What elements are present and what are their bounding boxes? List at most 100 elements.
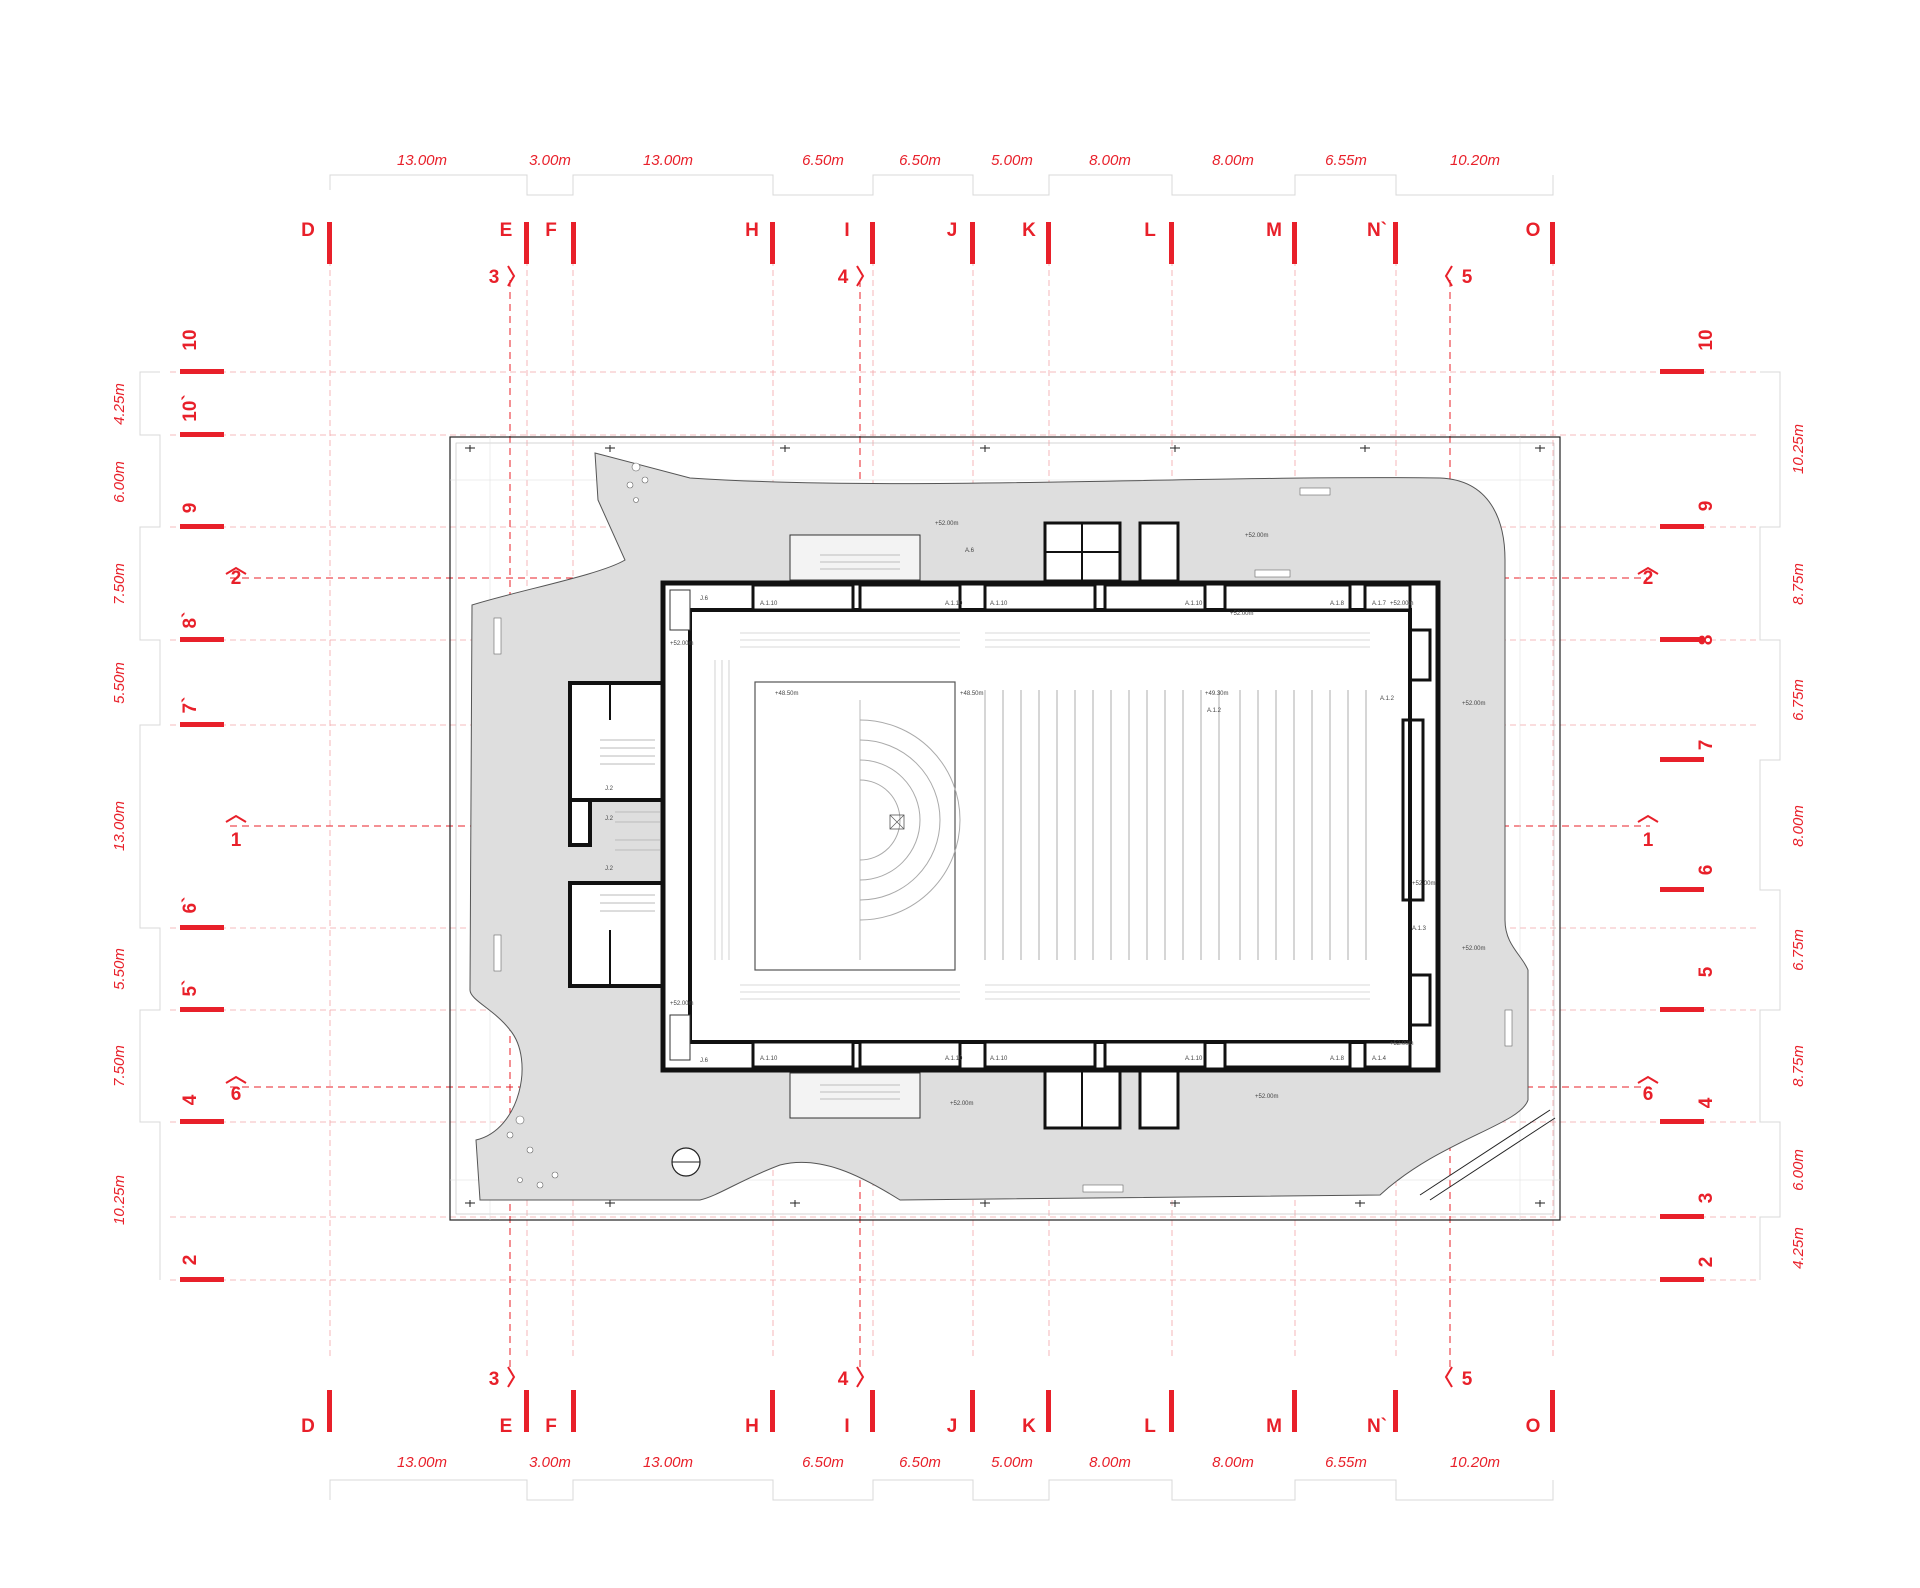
room-label: A.1.8 xyxy=(1330,1056,1345,1062)
section-label: 6 xyxy=(1643,1084,1654,1105)
level-mark: +48.50m xyxy=(960,691,984,697)
section-markers-rows: 2 1 6 2 1 6 xyxy=(225,566,1659,1105)
col-label: I xyxy=(844,220,849,241)
bottom-dim: 6.50m xyxy=(899,1454,941,1471)
room-label: A.1.8 xyxy=(1330,601,1345,607)
section-label: 3 xyxy=(489,1369,500,1390)
left-dim: 7.50m xyxy=(111,1045,128,1087)
right-dim: 10.25m xyxy=(1790,424,1807,474)
perimeter-rooms-top xyxy=(751,583,1412,612)
left-dim: 6.00m xyxy=(111,461,128,503)
top-dim: 8.00m xyxy=(1089,152,1131,169)
row-label: 8 xyxy=(1696,635,1717,646)
section-label: 4 xyxy=(838,267,849,288)
top-dimension-string: 13.00m 3.00m 13.00m 6.50m 6.50m 5.00m 8.… xyxy=(329,152,1554,196)
row-labels-right: 10 9 8 7 6 5 4 3 2 xyxy=(1696,329,1717,1267)
level-mark: +52.00m xyxy=(1462,701,1486,707)
podium-fixtures xyxy=(493,462,1513,1193)
row-label: 4 xyxy=(1696,1097,1717,1108)
section-label: 1 xyxy=(231,830,242,851)
room-label: A.1.10 xyxy=(1185,1056,1203,1062)
col-label: K xyxy=(1022,1416,1036,1437)
room-label: A.1.10 xyxy=(760,601,778,607)
ramp-southeast xyxy=(1419,1109,1556,1201)
room-label: A.1.7 xyxy=(1372,601,1387,607)
room-label: A.1.10 xyxy=(1185,601,1203,607)
right-dim: 4.25m xyxy=(1790,1227,1807,1269)
stair-block-north xyxy=(789,521,1180,583)
row-label: 7 xyxy=(1696,740,1717,751)
row-markers-left xyxy=(180,369,224,1282)
level-mark: +52.00m xyxy=(1412,881,1436,887)
bottom-dim: 13.00m xyxy=(643,1454,693,1471)
top-dim: 5.00m xyxy=(991,152,1033,169)
row-label: 5 xyxy=(1696,966,1717,977)
site-column-ticks xyxy=(465,445,1545,1207)
row-label: 10 xyxy=(1696,329,1717,350)
room-label: A.1.2 xyxy=(1207,708,1222,714)
col-label: E xyxy=(500,1416,513,1437)
stalls-seating xyxy=(984,690,1367,960)
row-label: 2 xyxy=(1696,1257,1717,1268)
top-dim: 3.00m xyxy=(529,152,571,169)
bottom-dim: 6.50m xyxy=(802,1454,844,1471)
room-label: A.1.10 xyxy=(945,1056,963,1062)
left-dim: 5.50m xyxy=(111,662,128,704)
top-dim: 6.50m xyxy=(802,152,844,169)
section-markers-columns: 3 4 5 3 4 5 xyxy=(489,265,1473,1390)
col-label: O xyxy=(1526,220,1541,241)
room-label: A.1.10 xyxy=(760,1056,778,1062)
col-label: J xyxy=(947,1416,958,1437)
left-dim: 7.50m xyxy=(111,563,128,605)
level-mark: +52.00m xyxy=(1230,611,1254,617)
col-label: J xyxy=(947,220,958,241)
right-dim: 6.75m xyxy=(1790,929,1807,971)
perimeter-rooms-bottom xyxy=(751,1040,1412,1069)
level-marks: +52.00m +52.00m +52.00m +52.00m +48.50m … xyxy=(670,521,1486,1107)
room-labels: A.6 A.1.10 A.1.10 A.1.10 A.1.10 A.1.8 A.… xyxy=(605,548,1427,1064)
left-dim: 4.25m xyxy=(111,383,128,425)
level-mark: +52.00m xyxy=(670,1001,694,1007)
left-dim: 10.25m xyxy=(111,1175,128,1225)
room-label: A.1.10 xyxy=(990,1056,1008,1062)
room-label: A.1.10 xyxy=(945,601,963,607)
col-label: D xyxy=(301,1416,315,1437)
col-label: D xyxy=(301,220,315,241)
left-dim: 5.50m xyxy=(111,948,128,990)
section-label: 2 xyxy=(231,568,242,589)
left-dimension-string: 4.25m 6.00m 7.50m 5.50m 13.00m 5.50m 7.5… xyxy=(111,371,161,1280)
level-mark: +52.00m xyxy=(1390,601,1414,607)
row-label: 6` xyxy=(180,897,201,914)
col-label: N` xyxy=(1367,1416,1387,1437)
row-label: 9 xyxy=(1696,501,1717,512)
row-markers-right xyxy=(1660,369,1704,1282)
room-label: J.6 xyxy=(700,596,709,602)
section-label: 5 xyxy=(1462,267,1473,288)
right-dim: 8.75m xyxy=(1790,563,1807,605)
room-label: J.2 xyxy=(605,866,614,872)
column-labels-bottom: D E F H I J K L M N` O xyxy=(301,1416,1540,1437)
row-label: 8` xyxy=(180,612,201,629)
row-label: 3 xyxy=(1696,1193,1717,1204)
level-mark: +49.30m xyxy=(1205,691,1229,697)
row-label: 5` xyxy=(180,980,201,997)
col-label: L xyxy=(1144,220,1156,241)
stage-area xyxy=(754,681,961,971)
level-mark: +52.00m xyxy=(1462,946,1486,952)
row-label: 4 xyxy=(180,1094,201,1105)
section-label: 4 xyxy=(838,1369,849,1390)
room-label: A.1.2 xyxy=(1380,696,1395,702)
col-label: F xyxy=(545,220,557,241)
col-label: I xyxy=(844,1416,849,1437)
level-mark: +52.00m xyxy=(1390,1041,1414,1047)
room-label: A.1.10 xyxy=(990,601,1008,607)
level-mark: +48.50m xyxy=(775,691,799,697)
top-dim: 13.00m xyxy=(397,152,447,169)
top-dim: 6.50m xyxy=(899,152,941,169)
right-dim: 8.75m xyxy=(1790,1045,1807,1087)
right-dim: 6.00m xyxy=(1790,1149,1807,1191)
section-label: 2 xyxy=(1643,568,1654,589)
left-dim: 13.00m xyxy=(111,801,128,851)
col-label: E xyxy=(500,220,513,241)
